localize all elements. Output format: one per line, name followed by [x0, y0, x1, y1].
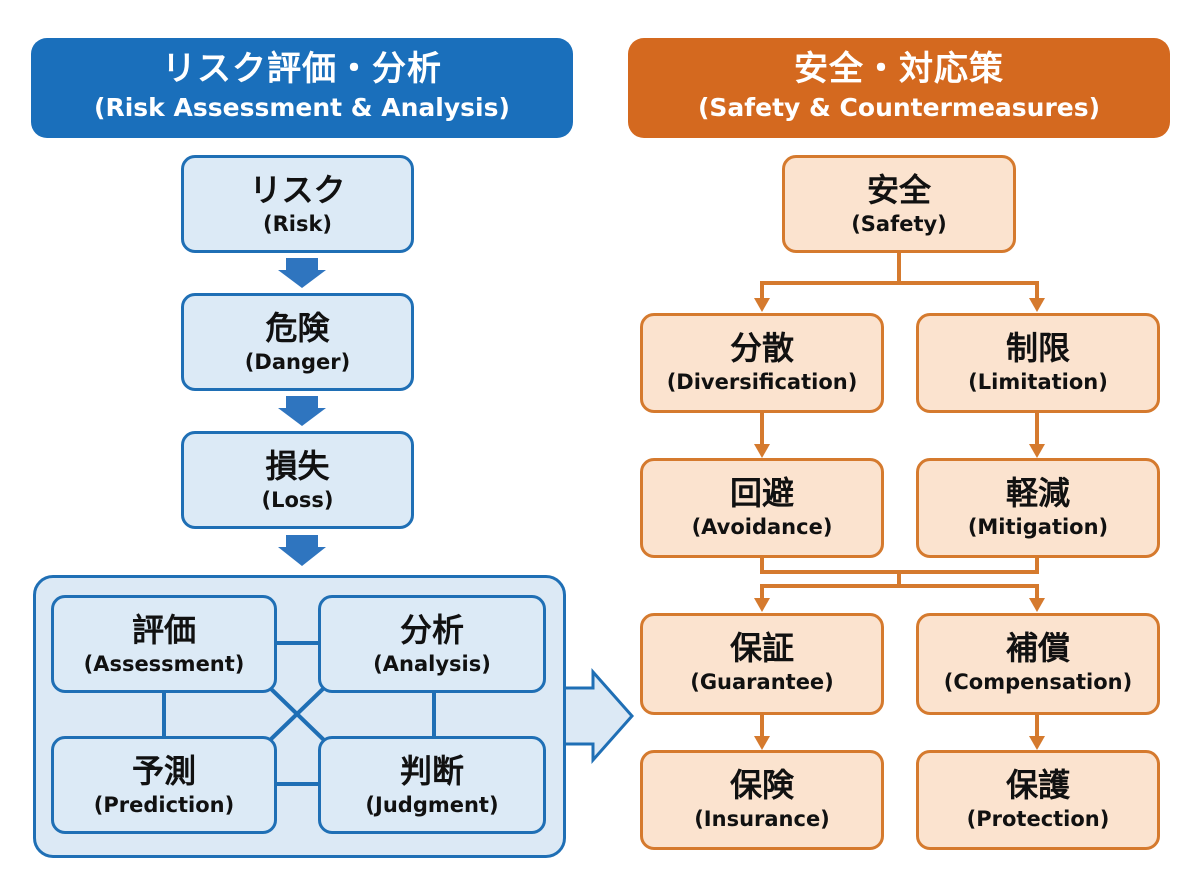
node-label-jp: リスク	[249, 171, 346, 209]
node-avoidance: 回避 (Avoidance)	[640, 458, 884, 558]
node-label-jp: 保護	[1005, 766, 1070, 804]
arrow-risk-to-danger	[278, 258, 326, 288]
node-label-jp: 軽減	[1005, 474, 1070, 512]
node-protection: 保護 (Protection)	[916, 750, 1160, 850]
node-label-en: (Risk)	[262, 212, 333, 236]
node-diversification: 分散 (Diversification)	[640, 313, 884, 413]
node-prediction: 予測 (Prediction)	[51, 736, 277, 834]
node-loss: 損失 (Loss)	[181, 431, 414, 529]
node-label-en: (Compensation)	[943, 670, 1133, 694]
node-label-en: (Diversification)	[666, 370, 858, 394]
node-assessment: 評価 (Assessment)	[51, 595, 277, 693]
node-label-jp: 予測	[131, 752, 196, 790]
header-title-jp: 安全・対応策	[794, 49, 1004, 89]
risk-analysis-header: リスク評価・分析 (Risk Assessment & Analysis)	[31, 38, 573, 138]
node-label-en: (Safety)	[851, 212, 947, 236]
node-label-jp: 分散	[729, 329, 794, 367]
node-label-en: (Loss)	[261, 488, 334, 512]
node-label-jp: 損失	[265, 447, 330, 485]
orange-connectors	[760, 252, 1039, 738]
node-label-jp: 回避	[729, 474, 794, 512]
node-label-jp: 保険	[729, 766, 794, 804]
node-label-en: (Guarantee)	[690, 670, 834, 694]
header-title-jp: リスク評価・分析	[162, 49, 442, 89]
header-title-en: (Safety & Countermeasures)	[697, 93, 1101, 122]
orange-arrowheads	[754, 298, 1045, 750]
node-mitigation: 軽減 (Mitigation)	[916, 458, 1160, 558]
node-label-jp: 判断	[399, 752, 464, 790]
node-label-en: (Prediction)	[93, 793, 235, 817]
node-insurance: 保険 (Insurance)	[640, 750, 884, 850]
node-label-jp: 制限	[1005, 329, 1070, 367]
node-limitation: 制限 (Limitation)	[916, 313, 1160, 413]
node-label-jp: 危険	[265, 309, 330, 347]
node-label-jp: 補償	[1005, 629, 1070, 667]
big-right-arrow	[561, 668, 635, 764]
node-judgment: 判断 (Judgment)	[318, 736, 546, 834]
node-label-jp: 評価	[131, 611, 196, 649]
node-label-en: (Assessment)	[83, 652, 245, 676]
node-danger: 危険 (Danger)	[181, 293, 414, 391]
node-analysis: 分析 (Analysis)	[318, 595, 546, 693]
node-label-jp: 保証	[729, 629, 794, 667]
node-label-en: (Analysis)	[373, 652, 491, 676]
node-label-en: (Mitigation)	[967, 515, 1109, 539]
node-label-en: (Insurance)	[694, 807, 830, 831]
node-guarantee: 保証 (Guarantee)	[640, 613, 884, 715]
safety-countermeasures-header: 安全・対応策 (Safety & Countermeasures)	[628, 38, 1170, 138]
arrow-danger-to-loss	[278, 396, 326, 426]
node-label-en: (Avoidance)	[691, 515, 833, 539]
arrow-loss-to-group	[278, 535, 326, 566]
node-label-en: (Limitation)	[968, 370, 1108, 394]
node-label-en: (Danger)	[244, 350, 351, 374]
node-label-jp: 分析	[399, 611, 464, 649]
node-label-en: (Protection)	[966, 807, 1110, 831]
header-title-en: (Risk Assessment & Analysis)	[94, 93, 510, 122]
blue-down-arrows	[278, 258, 326, 566]
node-compensation: 補償 (Compensation)	[916, 613, 1160, 715]
node-label-en: (Judgment)	[365, 793, 499, 817]
node-label-jp: 安全	[866, 171, 931, 209]
node-safety: 安全 (Safety)	[782, 155, 1016, 253]
node-risk: リスク (Risk)	[181, 155, 414, 253]
